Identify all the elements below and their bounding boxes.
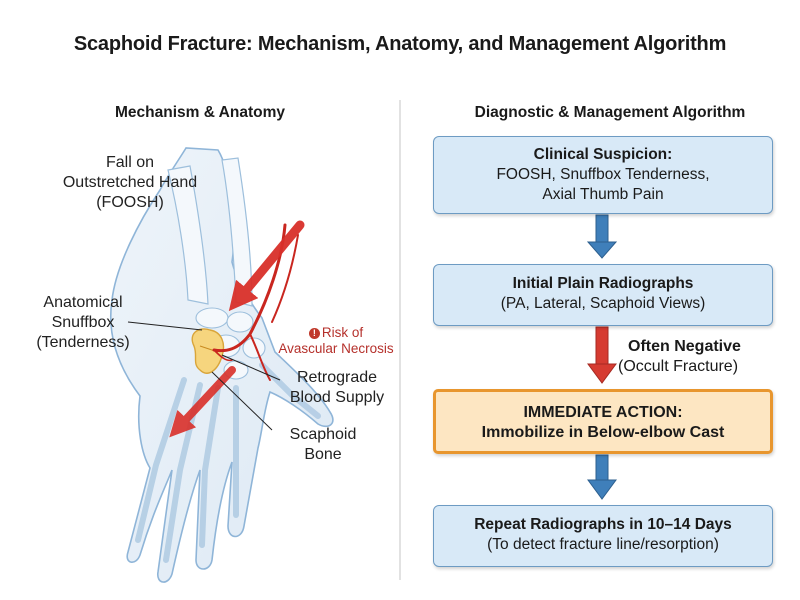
flow-arrow-negative <box>587 326 617 384</box>
flow-arrow-3 <box>587 454 617 500</box>
repeat-radiographs-box: Repeat Radiographs in 10–14 Days (To det… <box>433 505 773 567</box>
hand-wrist-illustration <box>109 147 334 583</box>
label-leaders <box>127 321 281 431</box>
radius-bone <box>167 165 209 305</box>
retrograde-supply-label: Retrograde Blood Supply <box>289 369 385 406</box>
hand-outline <box>109 147 334 583</box>
initial-radiographs-box: Initial Plain Radiographs (PA, Lateral, … <box>433 264 773 326</box>
foosh-label: Fall on Outstretched Hand (FOOSH) <box>62 154 198 211</box>
often-negative-label: Often Negative (Occult Fracture) <box>618 338 741 375</box>
warning-icon: ! <box>308 328 320 339</box>
avn-risk-label: !Risk of Avascular Necrosis <box>278 325 394 356</box>
scaphoid-label: Scaphoid Bone <box>289 426 357 463</box>
flow-arrows <box>586 214 618 500</box>
snuffbox-label: Anatomical Snuffbox (Tenderness) <box>36 294 130 351</box>
flow-arrow-1 <box>586 214 618 259</box>
panel-divider <box>399 100 401 580</box>
clinical-suspicion-box: Clinical Suspicion: FOOSH, Snuffbox Tend… <box>433 136 773 214</box>
algorithm-heading: Diagnostic & Management Algorithm <box>474 104 746 121</box>
page-title: Scaphoid Fracture: Mechanism, Anatomy, a… <box>73 33 727 55</box>
immediate-action-box: IMMEDIATE ACTION: Immobilize in Below-el… <box>433 389 773 454</box>
mechanism-heading: Mechanism & Anatomy <box>115 104 285 121</box>
force-arrows <box>169 220 305 438</box>
